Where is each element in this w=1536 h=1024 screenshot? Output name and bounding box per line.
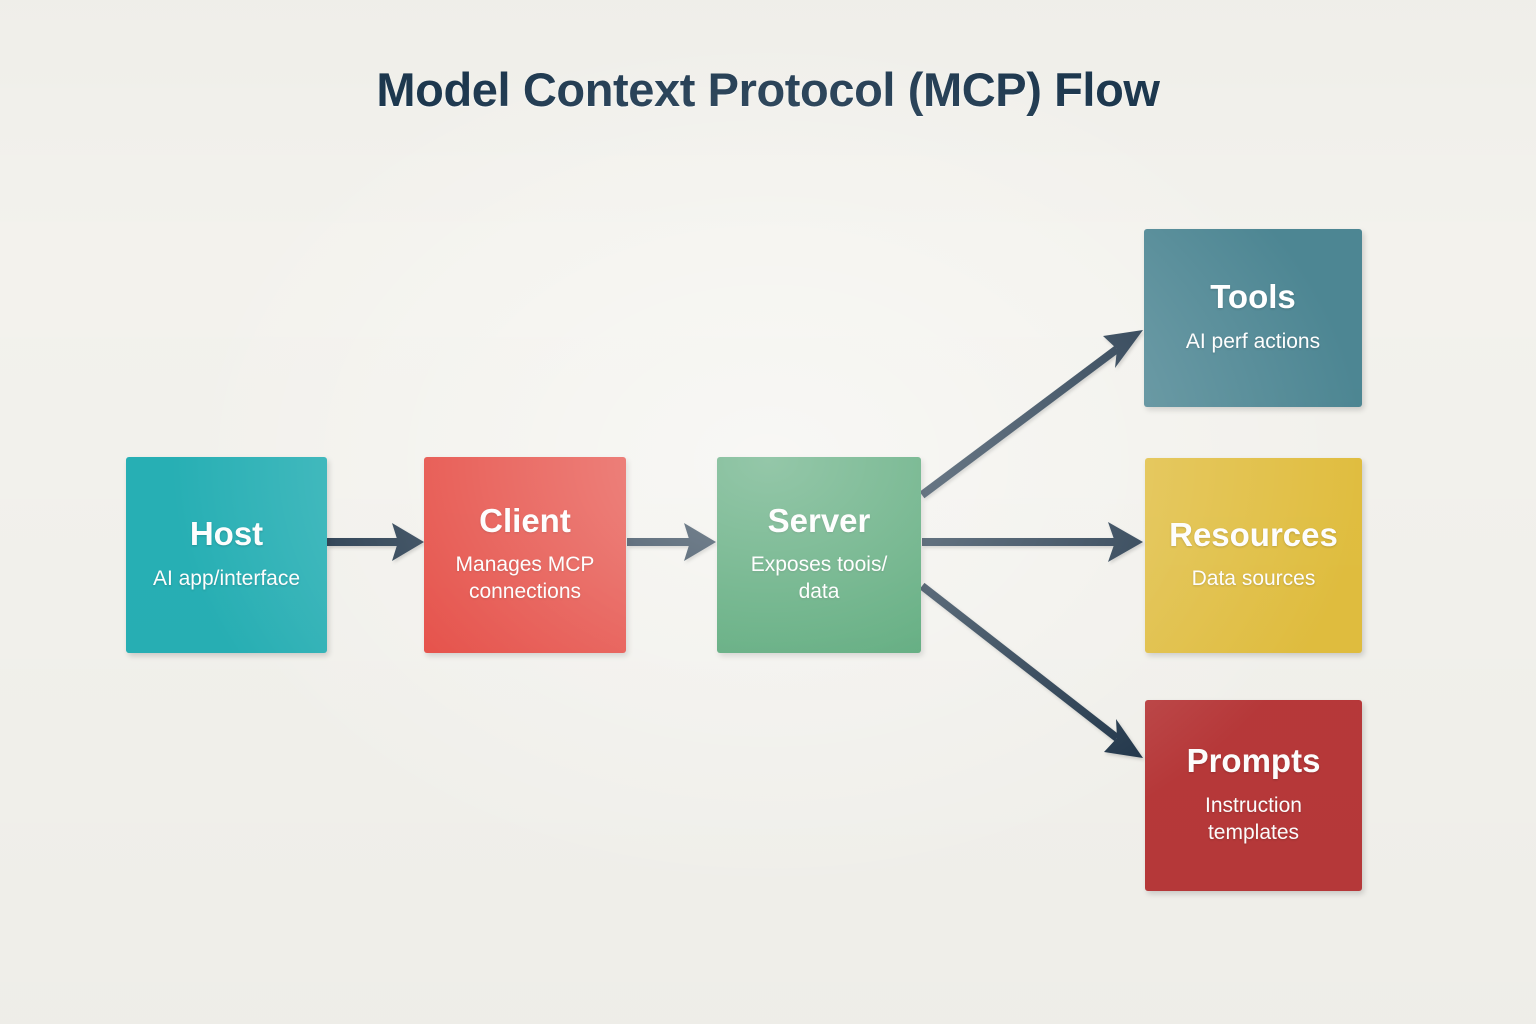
edge-server-to-tools bbox=[919, 330, 1143, 499]
edge-host-to-client bbox=[327, 523, 424, 561]
node-tools-subtitle: AI perf actions bbox=[1185, 329, 1321, 353]
node-server[interactable]: Server Exposes toois/ data bbox=[717, 457, 921, 653]
node-resources[interactable]: Resources Data sources bbox=[1145, 458, 1362, 653]
node-prompts-title: Prompts bbox=[1186, 742, 1321, 780]
node-client-title: Client bbox=[479, 501, 571, 539]
node-prompts[interactable]: Prompts Instruction templates bbox=[1145, 700, 1362, 891]
node-host[interactable]: Host AI app/interface bbox=[126, 457, 327, 653]
page-title: Model Context Protocol (MCP) Flow bbox=[376, 63, 1160, 116]
edge-client-to-server bbox=[627, 523, 716, 561]
node-tools-title: Tools bbox=[1210, 278, 1296, 316]
node-prompts-subtitle: Instruction templates bbox=[1205, 793, 1302, 844]
node-resources-title: Resources bbox=[1169, 515, 1338, 553]
node-server-title: Server bbox=[767, 501, 871, 539]
node-client[interactable]: Client Manages MCP connections bbox=[424, 457, 626, 653]
node-server-subtitle: Exposes toois/ data bbox=[750, 553, 888, 604]
node-host-subtitle: AI app/interface bbox=[152, 566, 301, 590]
node-tools[interactable]: Tools AI perf actions bbox=[1144, 229, 1362, 407]
node-resources-subtitle: Data sources bbox=[1191, 567, 1316, 591]
node-host-title: Host bbox=[189, 515, 264, 553]
node-client-subtitle: Manages MCP connections bbox=[455, 553, 595, 604]
edge-server-to-resources bbox=[922, 522, 1143, 562]
edge-server-to-prompts bbox=[919, 582, 1143, 758]
